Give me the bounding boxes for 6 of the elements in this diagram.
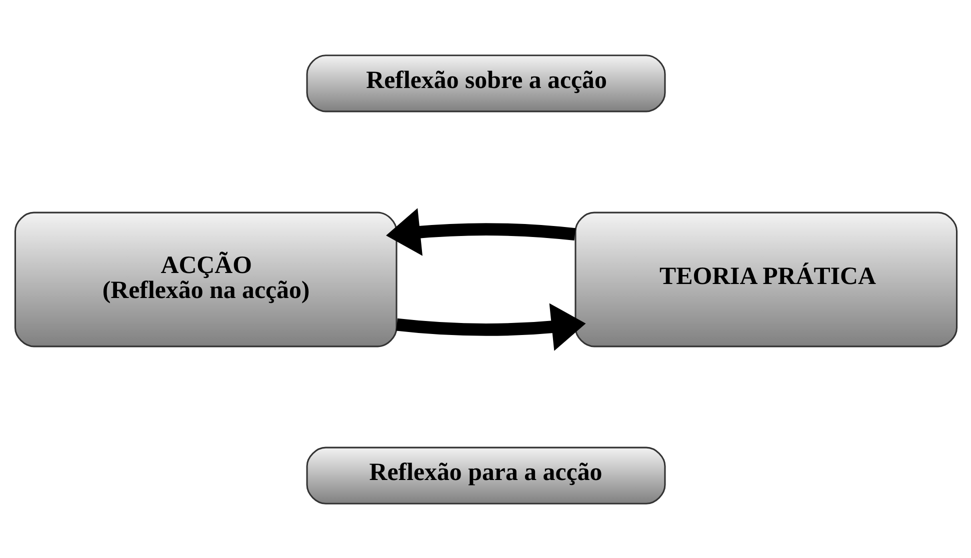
node-box: Reflexão para a acção	[306, 446, 666, 504]
arrow	[396, 302, 586, 350]
arrow	[386, 208, 576, 256]
node-box: TEORIA PRÁTICA	[574, 211, 958, 347]
node-box: Reflexão sobre a acção	[306, 54, 666, 112]
node-box: ACÇÃO (Reflexão na acção)	[14, 211, 397, 347]
